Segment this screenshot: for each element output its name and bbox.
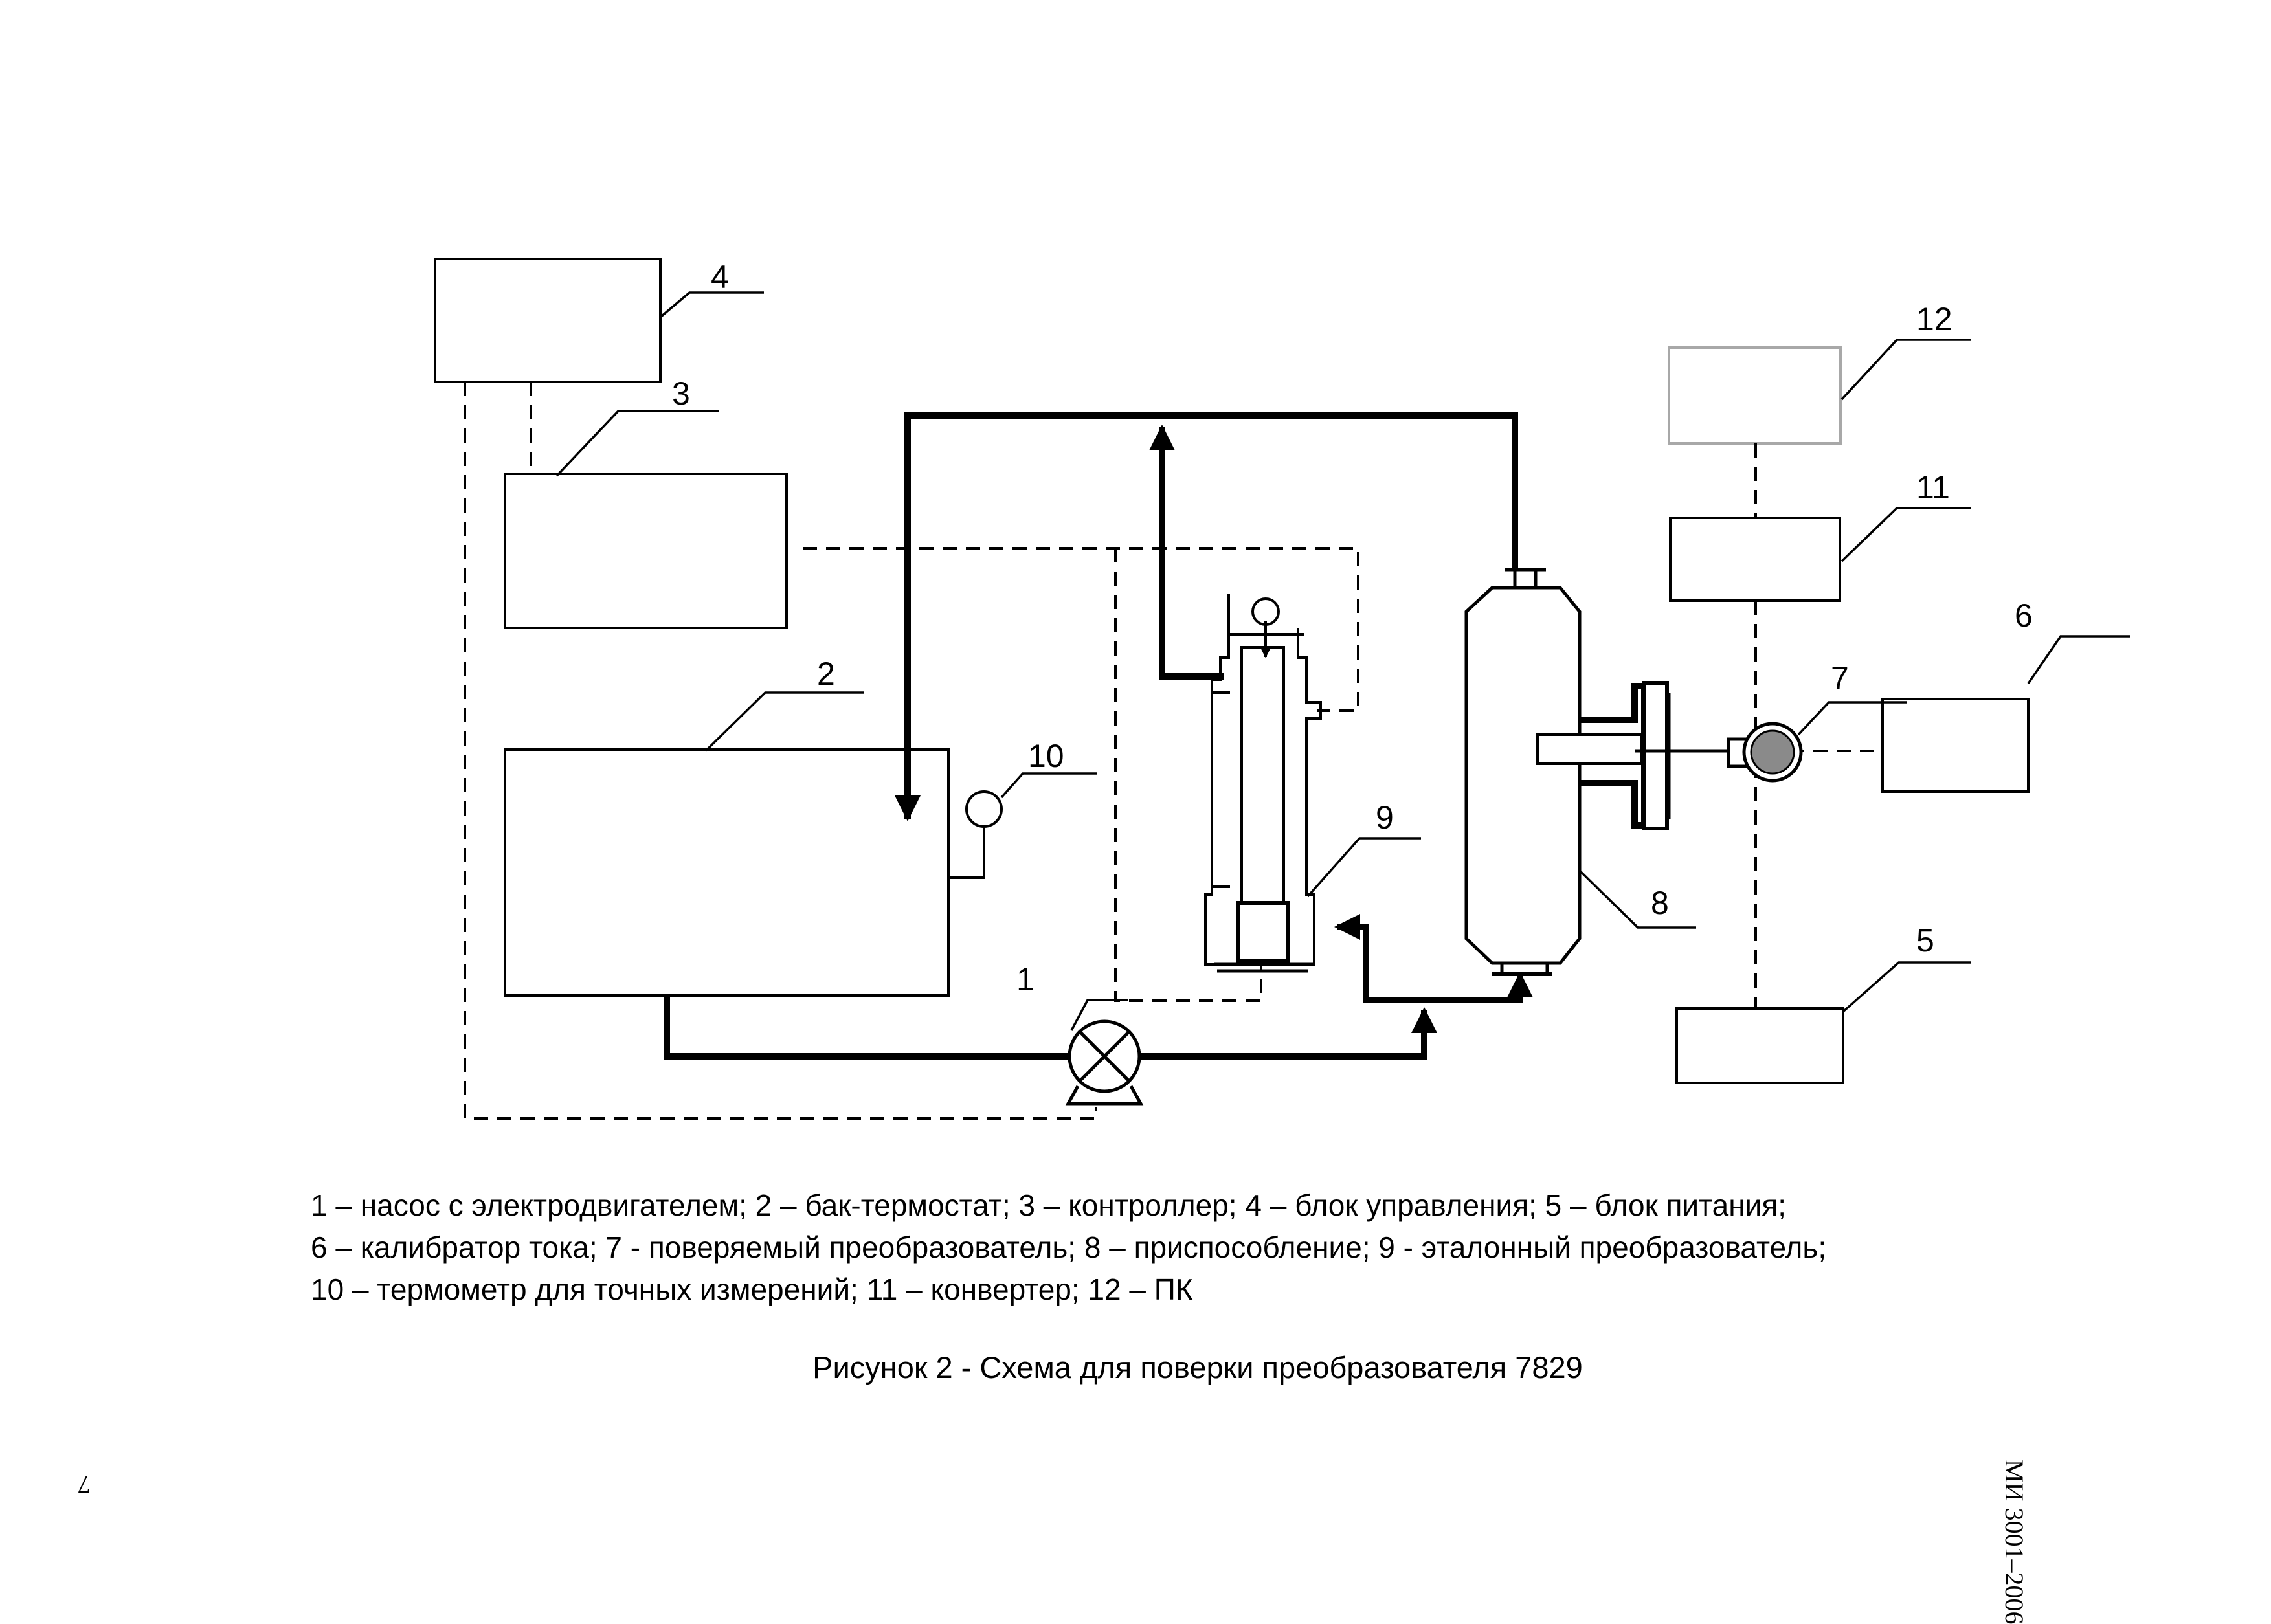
label-7: 7 xyxy=(1831,660,1849,696)
reference-transducer-9 xyxy=(1204,594,1322,973)
hydraulic-circuit xyxy=(664,412,1533,1060)
legend-line-1: 1 – насос с электродвигателем; 2 – бак-т… xyxy=(311,1188,1787,1222)
label-10: 10 xyxy=(1028,738,1064,774)
legend-line-2: 6 – калибратор тока; 7 - поверяемый прео… xyxy=(311,1230,1827,1264)
leader-lines xyxy=(555,291,2130,1031)
label-4: 4 xyxy=(711,259,729,295)
label-12: 12 xyxy=(1916,301,1952,337)
legend-line-3: 10 – термометр для точных измерений; 11 … xyxy=(311,1273,1193,1306)
fixture-8 xyxy=(1464,568,1728,976)
pc-box-12 xyxy=(1668,346,1842,445)
transducer-under-test-7 xyxy=(1727,722,1803,783)
label-6: 6 xyxy=(2015,597,2033,634)
label-2: 2 xyxy=(817,656,835,692)
document-code-stamp: МИ 3001–2006 xyxy=(2000,1460,2029,1624)
thermometer-10 xyxy=(948,790,1003,879)
label-3: 3 xyxy=(672,375,690,412)
label-1: 1 xyxy=(1016,961,1035,997)
current-calibrator-box-6 xyxy=(1881,698,2030,793)
power-supply-box-5 xyxy=(1675,1007,1844,1084)
dashed-signal-lines xyxy=(464,382,1883,1120)
label-5: 5 xyxy=(1916,922,1934,959)
label-11: 11 xyxy=(1916,469,1950,506)
controller-box-3 xyxy=(504,473,788,629)
control-unit-box-4 xyxy=(434,258,662,383)
label-8: 8 xyxy=(1651,885,1669,921)
label-9: 9 xyxy=(1376,799,1394,836)
figure-caption: Рисунок 2 - Схема для поверки преобразов… xyxy=(812,1350,1583,1385)
page-number: 7 xyxy=(78,1470,91,1499)
tank-thermostat-box-2 xyxy=(504,748,950,997)
converter-box-11 xyxy=(1669,517,1841,602)
pump-1 xyxy=(1065,1019,1144,1106)
